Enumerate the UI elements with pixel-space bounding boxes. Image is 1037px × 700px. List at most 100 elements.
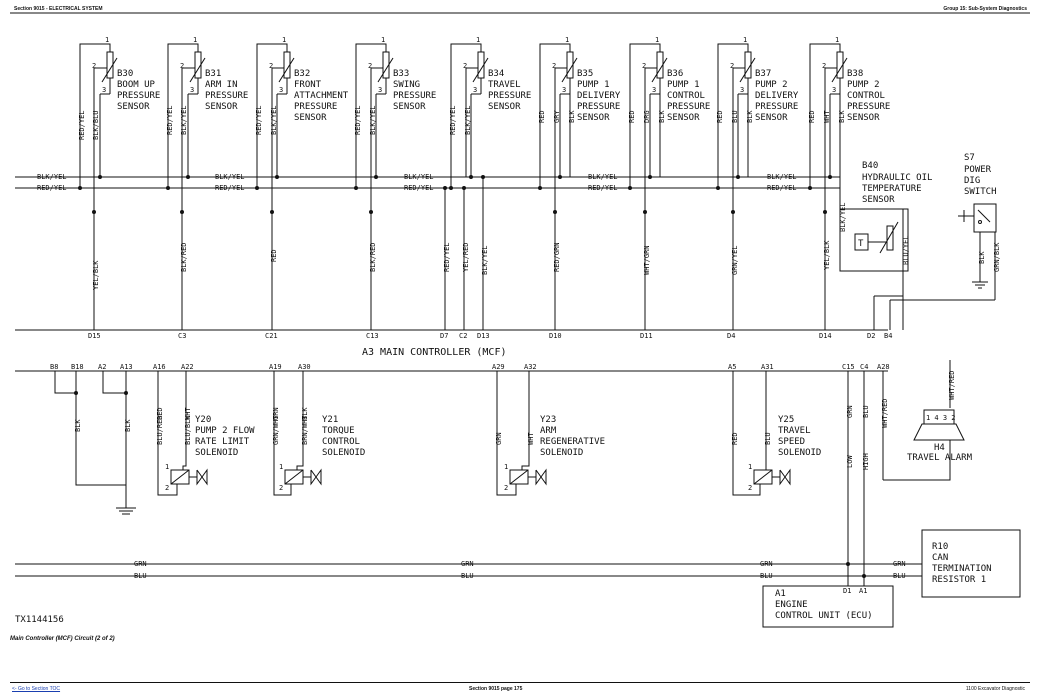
sensor-line-2: CONTROL	[847, 91, 885, 101]
signal-wire	[181, 67, 195, 177]
supply-wire	[450, 43, 482, 188]
drop-wire-label: RED	[270, 249, 278, 262]
coil-pin-2: 2	[504, 484, 508, 492]
wire-label: BRN/WHT	[301, 415, 309, 445]
pin-2-label: 2	[822, 62, 826, 70]
pin-3-label: 3	[740, 86, 744, 94]
solenoid-wire-2	[273, 371, 292, 496]
sensor-line-2: DELIVERY	[577, 91, 621, 101]
junction-dot	[369, 210, 373, 214]
sensor-id: B30	[117, 69, 133, 79]
solenoid-line-1: PUMP 2 FLOW	[195, 426, 255, 436]
controller-pin: A16	[153, 363, 166, 371]
sensor-arrow	[377, 57, 394, 83]
wire-label: RED	[156, 407, 164, 420]
sensor-line-3: SENSOR	[205, 102, 238, 112]
left-wire-1: BLK	[74, 419, 82, 432]
pin-3-label: 3	[473, 86, 477, 94]
wire-label: RED/YEL	[166, 105, 174, 135]
h4-label: TRAVEL ALARM	[907, 453, 973, 463]
wire-label: WHT	[527, 432, 535, 445]
coil-pin-2: 2	[165, 484, 169, 492]
sensor-arrow	[651, 57, 668, 83]
sensor-arrow	[561, 57, 578, 83]
pin-3-label: 3	[832, 86, 836, 94]
signal-wire	[824, 67, 837, 177]
pin-1-label: 1	[565, 36, 569, 44]
wire-label: GRY	[553, 110, 561, 123]
pin-3-label: 3	[652, 86, 656, 94]
bus-label-blk-yel: BLK/YEL	[37, 173, 67, 181]
b40-body	[839, 208, 909, 272]
junction-dot	[862, 574, 866, 578]
ground-join	[75, 472, 126, 486]
wire-label: BLK	[568, 110, 576, 123]
bus-blu-label-4: BLU	[893, 572, 906, 580]
solenoid-line-3: SOLENOID	[195, 448, 238, 458]
s7-body	[973, 203, 997, 233]
sensor-line-3: PRESSURE	[755, 102, 798, 112]
pin-2-label: 2	[269, 62, 273, 70]
solenoid-wire-2	[157, 371, 178, 496]
controller-pin: A30	[298, 363, 311, 371]
junction-dot	[449, 186, 453, 190]
wire-label: RED/YEL	[78, 110, 86, 140]
b40-id: B40	[862, 161, 878, 171]
drop-wire-label: YEL/RED	[462, 242, 470, 272]
r10-box	[921, 529, 1021, 598]
bus-blu-label-1: BLU	[134, 572, 147, 580]
ground-wire-right	[102, 371, 127, 394]
pin-a28: A28	[877, 363, 890, 371]
drop-wire-label: BLK/RED	[180, 242, 188, 272]
sensor-arrow	[472, 57, 489, 83]
s7-pin: B4	[884, 332, 892, 340]
figure-caption: Main Controller (MCF) Circuit (2 of 2)	[10, 636, 115, 642]
junction-dot	[469, 175, 473, 179]
b40-sensor: B40 HYDRAULIC OIL TEMPERATURE SENSOR T B…	[839, 161, 932, 340]
signal-wire	[370, 67, 383, 177]
bus-grn-label-4: GRN	[893, 560, 906, 568]
wire-label: WHT	[184, 407, 192, 420]
pin-1-label: 1	[193, 36, 197, 44]
junction-dot	[643, 210, 647, 214]
can-wire-low: LOW	[846, 455, 854, 468]
pin-2-label: 2	[552, 62, 556, 70]
wire-label: BLU/RED	[156, 415, 164, 445]
can-wire-high: HIGH	[862, 453, 870, 470]
signal-wire	[732, 67, 745, 177]
s7-wire-1: BLK	[978, 251, 986, 264]
sensor-line-2: PRESSURE	[117, 91, 160, 101]
sensor-arrow	[278, 57, 295, 83]
ground-wire-left	[54, 371, 77, 394]
r10-line-2: TERMINATION	[932, 564, 992, 574]
controller-pin: D7	[440, 332, 448, 340]
coil-slash	[170, 469, 190, 485]
h4-horn	[913, 423, 965, 441]
sensor-line-2: PRESSURE	[488, 91, 531, 101]
junction-dot	[716, 186, 720, 190]
pin-3-label: 3	[190, 86, 194, 94]
supply-wire	[629, 43, 661, 188]
sensor-line-3: PRESSURE	[847, 102, 890, 112]
go-to-toc-link[interactable]: <- Go to Section TOC	[12, 686, 61, 692]
sensor-id: B37	[755, 69, 771, 79]
coil-pin-1: 1	[748, 463, 752, 471]
sensor-id: B36	[667, 69, 683, 79]
controller-pin: D10	[549, 332, 562, 340]
s7-pin-a	[978, 220, 982, 224]
wire-label: BLK	[838, 110, 846, 123]
coil-pin-1: 1	[504, 463, 508, 471]
b40-resistor	[886, 225, 894, 251]
junction-dot	[736, 175, 740, 179]
pin-2-label: 2	[92, 62, 96, 70]
solenoid-wire-1	[296, 371, 304, 470]
solenoid-id: Y20	[195, 415, 211, 425]
coil-pin-2: 2	[279, 484, 283, 492]
